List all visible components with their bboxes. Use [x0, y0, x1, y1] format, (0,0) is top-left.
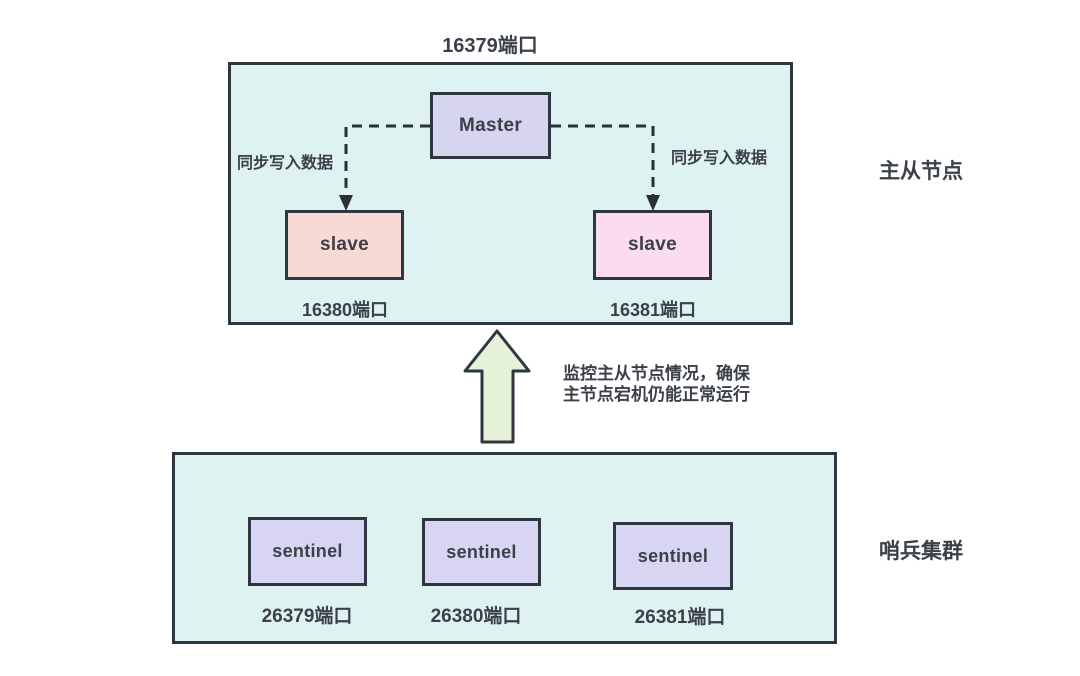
monitor-note: 监控主从节点情况，确保 主节点宕机仍能正常运行 — [563, 363, 750, 405]
slave-node-2: slave — [593, 210, 712, 280]
monitor-note-line1: 监控主从节点情况，确保 — [563, 364, 750, 383]
sentinel-node-1: sentinel — [248, 517, 367, 586]
sentinel-node-2-label: sentinel — [446, 541, 517, 562]
slave-node-1-label: slave — [319, 234, 370, 255]
slave-port-label-1: 16380端口 — [301, 300, 389, 320]
monitor-note-line2: 主节点宕机仍能正常运行 — [563, 385, 750, 404]
sentinel-node-3: sentinel — [613, 522, 733, 590]
slave-node-2-label: slave — [627, 234, 678, 255]
sync-write-label-right: 同步写入数据 — [671, 150, 768, 167]
sentinel-group-caption: 哨兵集群 — [879, 540, 963, 563]
sentinel-node-2: sentinel — [422, 518, 541, 586]
master-group-caption: 主从节点 — [879, 160, 963, 183]
master-port-label: 16379端口 — [442, 35, 538, 57]
sentinel-port-label-1: 26379端口 — [261, 606, 353, 627]
slave-port-label-2: 16381端口 — [609, 300, 697, 320]
master-node: Master — [430, 92, 551, 159]
monitor-arrow-icon — [463, 329, 531, 444]
sentinel-node-3-label: sentinel — [637, 545, 709, 566]
master-node-label: Master — [458, 114, 523, 136]
sentinel-node-1-label: sentinel — [272, 541, 343, 561]
sentinel-port-label-2: 26380端口 — [430, 606, 522, 627]
sync-write-label-left: 同步写入数据 — [237, 155, 334, 172]
sentinel-port-label-3: 26381端口 — [634, 607, 726, 628]
slave-node-1: slave — [285, 210, 404, 280]
